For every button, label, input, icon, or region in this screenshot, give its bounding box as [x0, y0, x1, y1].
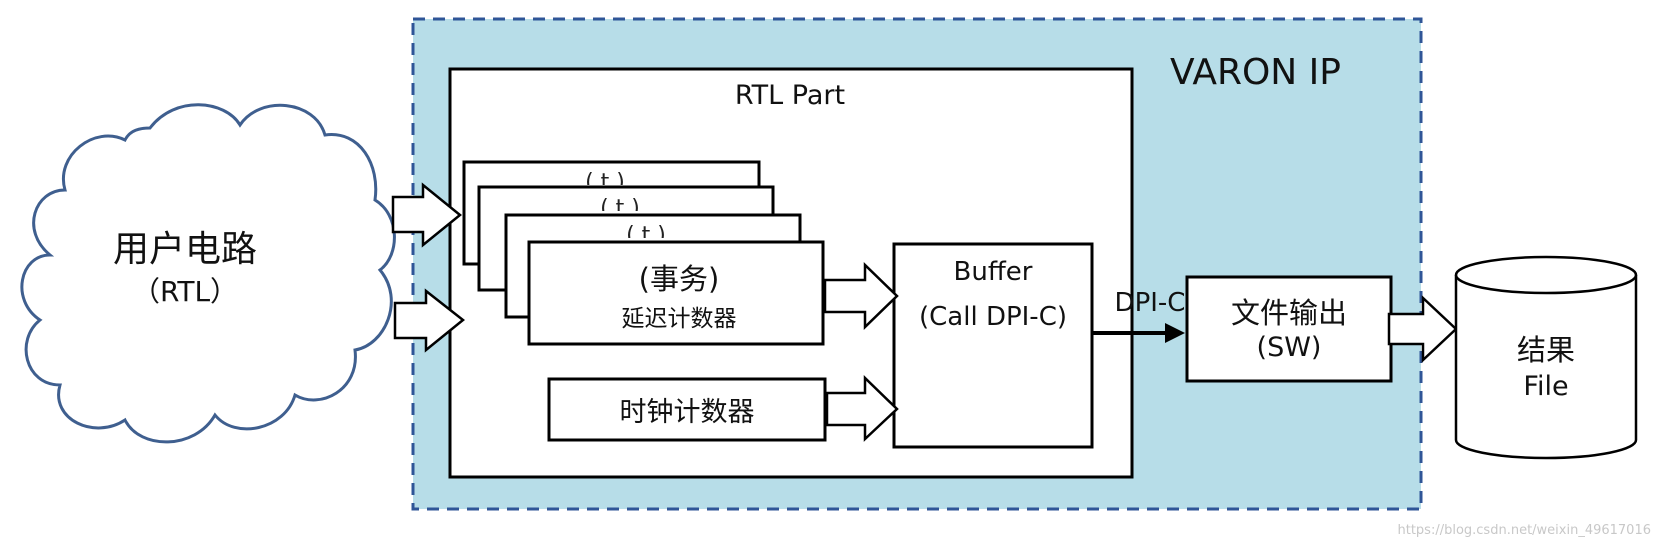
stacked-label-fragment-1: ( t )	[585, 170, 625, 185]
user-circuit-title: 用户电路	[112, 229, 257, 270]
buffer-subtitle: (Call DPI-C)	[919, 302, 1067, 332]
clock-counter-box	[547, 377, 827, 442]
delay-counter-subtitle: 延迟计数器	[621, 306, 737, 332]
user-circuit-subtitle: （RTL）	[131, 275, 239, 308]
result-title: 结果	[1516, 333, 1575, 367]
result-cylinder-body	[1454, 275, 1638, 460]
file-output-title: 文件输出	[1230, 296, 1347, 330]
result-subtitle: File	[1523, 371, 1569, 402]
rtl-part-title: RTL Part	[734, 80, 846, 111]
file-output-subtitle: (SW)	[1256, 332, 1322, 363]
user-circuit-cloud	[20, 103, 396, 444]
clock-counter-label: 时钟计数器	[619, 397, 755, 428]
input-arrow-bottom	[393, 288, 466, 353]
stacked-label-fragment-3: ( t )	[626, 223, 666, 238]
buffer-title: Buffer	[953, 257, 1033, 287]
delay-to-buffer-arrow	[823, 262, 899, 330]
dpi-c-label: DPI-C	[1114, 288, 1186, 318]
buffer-box	[892, 242, 1094, 449]
delay-counter-box	[527, 240, 825, 346]
output-to-file-arrow	[1387, 295, 1458, 363]
delay-counter-title: (事务)	[638, 262, 720, 296]
clock-to-buffer-arrow	[825, 375, 899, 442]
input-arrow-top	[391, 182, 462, 248]
watermark: https://blog.csdn.net/weixin_49617016	[1397, 523, 1651, 538]
varon-ip-title: VARON IP	[1170, 52, 1341, 93]
dpi-c-arrowhead	[1165, 323, 1185, 343]
result-cylinder-top	[1454, 255, 1638, 295]
file-output-box	[1185, 275, 1393, 383]
stacked-label-fragment-2: ( t )	[600, 196, 640, 211]
